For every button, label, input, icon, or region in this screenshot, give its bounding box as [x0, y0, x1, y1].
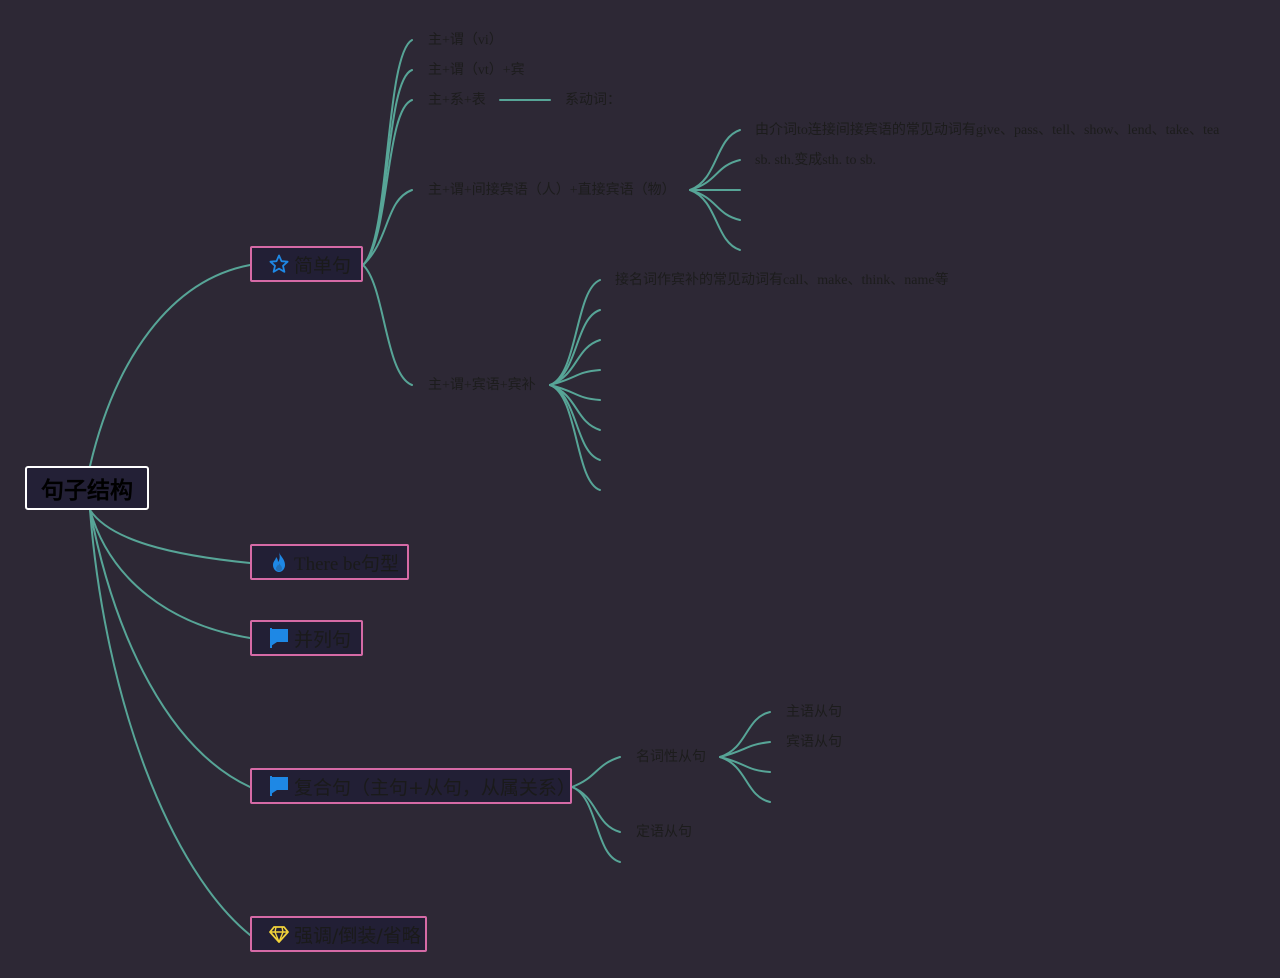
connector-svoc-7: [549, 384, 601, 461]
connector-simple-slp: [362, 99, 413, 266]
branch-label: There be句型: [294, 553, 399, 575]
connector-simple-svoo: [362, 189, 413, 266]
leaf-svoo-note-2[interactable]: sb. sth.变成sth. to sb.: [755, 153, 876, 168]
leaf-svoc[interactable]: 主+谓+宾语+宾补: [428, 378, 536, 393]
leaf-slp[interactable]: 主+系+表: [428, 93, 486, 108]
root-label: 句子结构: [41, 478, 133, 504]
connector-complex-nominal: [571, 756, 621, 788]
connector-complex-attr2: [571, 786, 621, 863]
connector-root-simple: [89, 264, 251, 467]
root-node[interactable]: 句子结构: [25, 466, 149, 510]
connector-svoc-3: [549, 339, 601, 386]
branch-label: 并列句: [294, 628, 352, 651]
connector-root-compound: [89, 509, 251, 639]
connector-svoc-1: [549, 279, 601, 386]
connector-simple-svto: [362, 69, 413, 266]
leaf-svi[interactable]: 主+谓（vi）: [428, 33, 503, 48]
leaf-attributive-clause[interactable]: 定语从句: [636, 825, 692, 840]
connector-nominal-1: [719, 711, 771, 758]
connector-nominal-4: [719, 756, 771, 803]
gem-icon: [269, 923, 289, 945]
connector-svoo-5: [689, 189, 741, 251]
connector-root-therebe: [89, 509, 251, 564]
connector-simple-svi: [362, 39, 413, 266]
leaf-svoo-note-1[interactable]: 由介词to连接间接宾语的常见动词有give、pass、tell、show、len…: [755, 123, 1220, 138]
connector-svoo-1: [689, 129, 741, 191]
flag-icon: [269, 627, 289, 649]
branch-complex-sentence[interactable]: 复合句（主句+从句，从属关系）: [250, 768, 576, 804]
branch-compound-sentence[interactable]: 并列句: [250, 620, 363, 656]
connector-simple-svoc: [362, 264, 413, 386]
connector-svoc-4: [549, 369, 601, 386]
branch-label: 复合句（主句+从句，从属关系）: [294, 776, 576, 799]
leaf-nominal-clause[interactable]: 名词性从句: [636, 750, 706, 765]
connector-root-complex: [89, 509, 251, 788]
fire-icon: [269, 551, 289, 573]
leaf-svoo[interactable]: 主+谓+间接宾语（人）+直接宾语（物）: [428, 183, 676, 198]
leaf-subject-clause[interactable]: 主语从句: [786, 705, 842, 720]
connector-nominal-2: [719, 741, 771, 758]
branch-there-be[interactable]: There be句型: [250, 544, 409, 580]
branch-simple-sentence[interactable]: 简单句: [250, 246, 363, 282]
leaf-link-verb[interactable]: 系动词：: [565, 93, 621, 108]
connector-svoc-2: [549, 309, 601, 386]
leaf-svoc-note-1[interactable]: 接名词作宾补的常见动词有call、make、think、name等: [615, 273, 949, 288]
connector-svoc-5: [549, 384, 601, 401]
branch-label: 简单句: [294, 254, 352, 277]
branch-label: 强调/倒装/省略: [294, 924, 421, 947]
leaf-object-clause[interactable]: 宾语从句: [786, 735, 842, 750]
flag-icon: [269, 775, 289, 797]
branch-special-structures[interactable]: 强调/倒装/省略: [250, 916, 427, 952]
leaf-svto[interactable]: 主+谓（vt）+宾: [428, 63, 525, 78]
connector-root-special: [89, 509, 251, 936]
connector-svoc-6: [549, 384, 601, 431]
connector-svoo-2: [689, 159, 741, 191]
connector-svoc-8: [549, 384, 601, 491]
star-icon: [269, 253, 289, 275]
